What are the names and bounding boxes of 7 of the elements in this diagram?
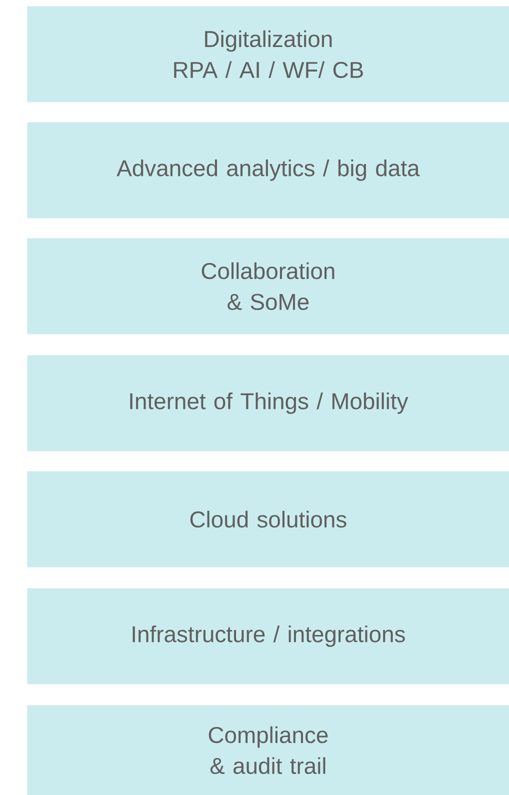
category-box: Digitalization RPA / AI / WF/ CB <box>27 6 509 102</box>
category-box: Compliance & audit trail <box>27 705 509 795</box>
category-box: Cloud solutions <box>27 471 509 568</box>
category-box: Collaboration & SoMe <box>27 238 509 334</box>
category-box: Internet of Things / Mobility <box>27 355 509 452</box>
category-box: Infrastructure / integrations <box>27 588 509 684</box>
category-box: Advanced analytics / big data <box>27 122 509 218</box>
